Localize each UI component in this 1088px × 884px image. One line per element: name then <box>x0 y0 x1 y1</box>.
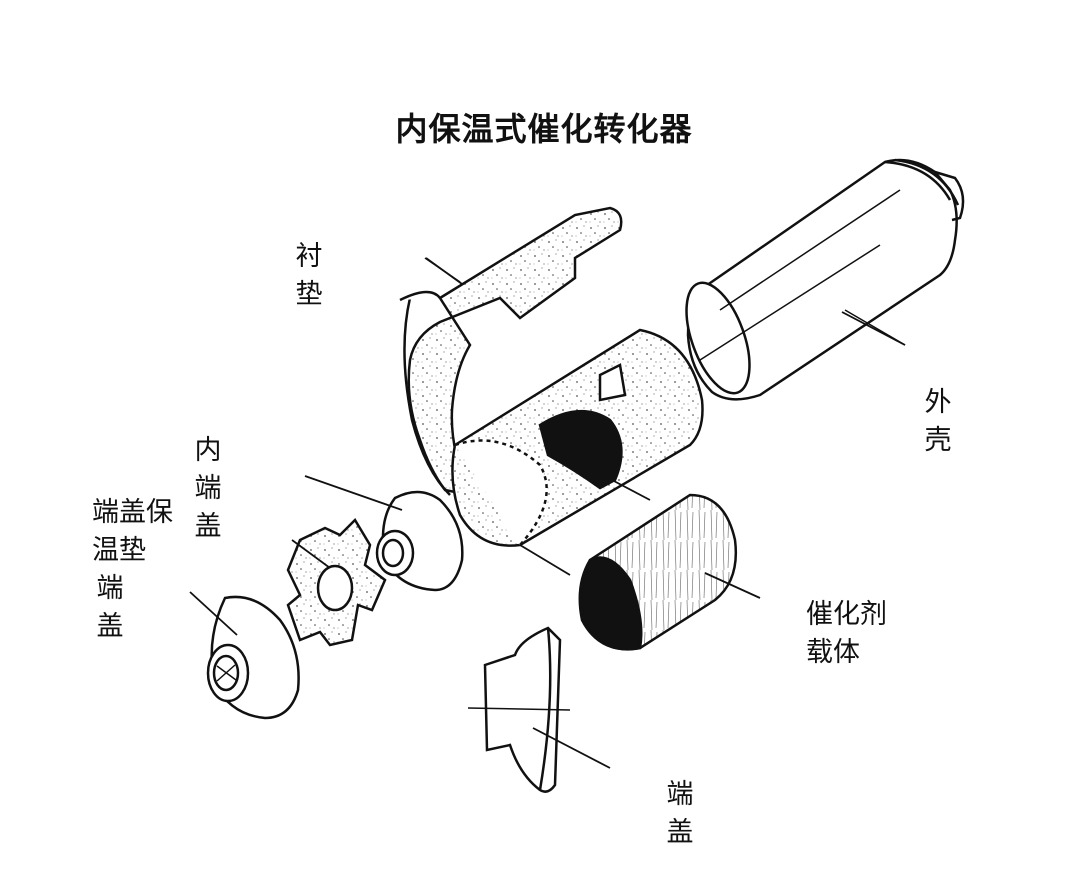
label-end-cap-insulation-pad: 端盖保温垫 <box>92 497 173 566</box>
catalyst-carrier-part <box>578 493 737 651</box>
inner-cylinder-part <box>451 328 704 547</box>
label-catalyst-carrier: 催化剂载体 <box>806 599 887 668</box>
label-inner-end-cap: 内端盖 <box>194 435 222 542</box>
label-end-cap: 端盖 <box>666 779 694 848</box>
leader-inner-end-cap <box>304 475 403 511</box>
label-liner: 衬垫 <box>295 241 323 310</box>
leader-carrier-fit-2 <box>519 544 571 576</box>
label-outer-shell: 外壳 <box>924 387 952 456</box>
leader-lines <box>189 257 906 769</box>
insulated-end-cap-part <box>206 595 300 720</box>
leader-outer-shell <box>841 311 906 346</box>
insulation-pad-part <box>286 517 387 647</box>
leader-catalyst-carrier <box>704 572 761 599</box>
diagram-title: 内保温式催化转化器 <box>395 110 693 148</box>
leader-insulated-end-cap <box>189 591 238 636</box>
leader-end-cap <box>532 727 611 769</box>
inner-end-cap-part <box>375 490 464 592</box>
label-insulated-end-cap: 端盖 <box>96 573 124 642</box>
leader-insulation-pad <box>291 539 331 569</box>
outer-shell-part <box>685 158 965 401</box>
leader-liner <box>425 257 463 285</box>
end-cap-part <box>467 626 571 793</box>
liner-part <box>399 206 623 497</box>
leader-carrier-fit <box>611 479 651 501</box>
